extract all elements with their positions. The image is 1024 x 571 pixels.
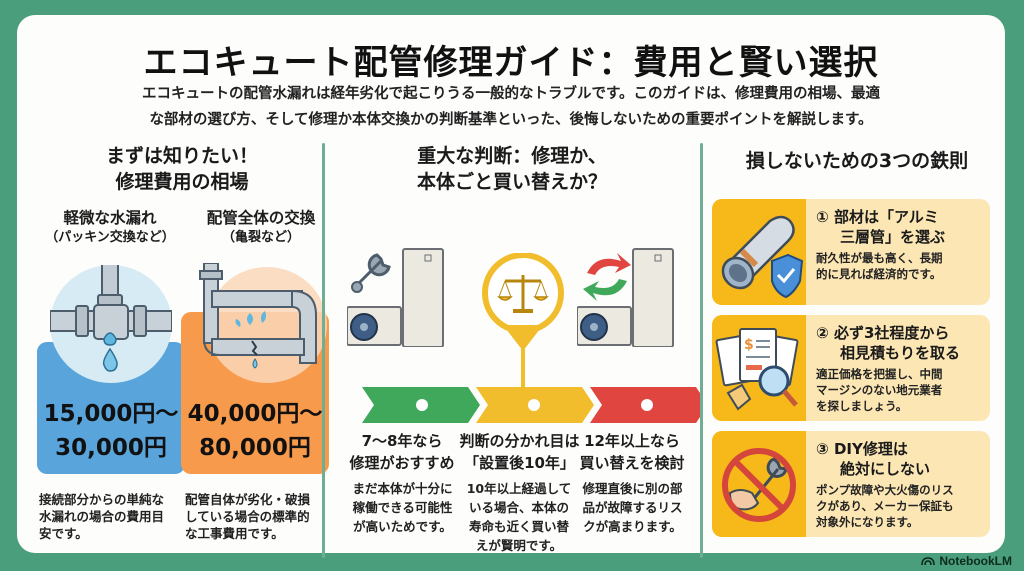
notebooklm-logo-icon: [921, 557, 936, 566]
decision-title-line-2: 本体ごと買い替えか？: [416, 171, 607, 193]
desc-line: な工事費用です。: [185, 526, 284, 541]
costs-title-line-2: 修理費用の相場: [115, 171, 249, 193]
minor-leak-description: 接続部分からの単純な 水漏れの場合の費用目 安です。: [39, 491, 189, 542]
desc-line: 修理直後に別の部: [582, 481, 683, 496]
desc-line: クがあり、メーカー保証も: [816, 499, 954, 513]
desc-line: 接続部分からの単純な: [39, 492, 165, 507]
no-diy-wrench-icon: [712, 431, 806, 537]
desc-line: まだ本体が十分に: [352, 481, 453, 496]
stage-label-line: 7〜8年なら: [361, 432, 443, 450]
repair-unit-wrench-icon: [347, 248, 444, 347]
minor-leak-subtitle: （パッキン交換など）: [45, 230, 175, 245]
minor-leak-price-from: 15,000円〜: [43, 401, 179, 427]
minor-leak-heading: 軽微な水漏れ （パッキン交換など）: [35, 207, 185, 247]
decision-section-title: 重大な判断：修理か、 本体ごと買い替えか？: [347, 143, 677, 195]
desc-line: 10年以上経過して: [466, 481, 572, 496]
timeline-chevrons: [362, 387, 702, 423]
desc-line: ポンプ故障や大火傷のリス: [816, 483, 954, 497]
rule-card-aluminum-pipe: ① 部材は「アルミ 三層管」を選ぶ 耐久性が最も高く、長期 的に見れば経済的です…: [712, 199, 990, 305]
aluminum-pipe-shield-icon: [712, 199, 806, 305]
desc-line: 稼働できる可能性: [352, 500, 453, 515]
rule-title: ② 必ず3社程度から: [816, 324, 950, 342]
rule-description: ポンプ故障や大火傷のリス クがあり、メーカー保証も 対象外になります。: [816, 482, 984, 530]
cracked-pipe-drawing: [199, 263, 317, 369]
rule-title: ③ DIY修理は: [816, 440, 908, 458]
leaking-pipe-joint-icon: [49, 260, 173, 383]
stage-label-line: 12年以上なら: [584, 432, 680, 450]
infographic-panel: エコキュート配管修理ガイド：費用と賢い選択 エコキュートの配管水漏れは経年劣化で…: [17, 15, 1005, 558]
column-divider-right: [700, 143, 703, 558]
badge-label: NotebookLM: [939, 554, 1012, 568]
svg-text:$: $: [744, 337, 754, 353]
stage-repair-desc: まだ本体が十分に 稼働できる可能性 が高いためです。: [350, 479, 455, 536]
rule-description: 耐久性が最も高く、長期 的に見れば経済的です。: [816, 250, 984, 282]
page-title: エコキュート配管修理ガイド：費用と賢い選択: [143, 43, 879, 83]
desc-line: 品が故障するリス: [582, 500, 683, 515]
rule-card-multiple-quotes: $ ② 必ず3社程度から 相見積もりを取る 適正価格を把握し、中間 マージンのな…: [712, 315, 990, 421]
desc-line: 耐久性が最も高く、長期: [816, 251, 943, 265]
full-replacement-title: 配管全体の交換: [206, 209, 316, 227]
stage-label-line: 判断の分かれ目は: [459, 432, 580, 450]
rule-title-line-2: 相見積もりを取る: [840, 344, 961, 362]
notebooklm-badge: NotebookLM: [921, 554, 1012, 568]
stage-label-line: 買い替えを検討: [579, 454, 685, 472]
desc-line: 配管自体が劣化・破損: [185, 492, 311, 507]
full-replacement-heading: 配管全体の交換 （亀裂など）: [187, 207, 335, 247]
desc-line: いる場合、本体の: [468, 500, 569, 515]
desc-line: 的に見れば経済的です。: [816, 267, 942, 281]
desc-line: が高いためです。: [353, 519, 452, 534]
desc-line: 適正価格を把握し、中間: [816, 367, 943, 381]
costs-section-title: まずは知りたい！ 修理費用の相場: [37, 143, 327, 195]
full-replacement-price-from: 40,000円〜: [187, 401, 323, 427]
costs-title-line-1: まずは知りたい！: [105, 145, 258, 167]
full-replacement-subtitle: （亀裂など）: [221, 230, 300, 245]
desc-line: 寿命も近く買い替: [468, 519, 569, 534]
replace-unit-refresh-icon: [577, 248, 674, 347]
desc-line: 安です。: [39, 526, 88, 541]
intro-line-1: エコキュートの配管水漏れは経年劣化で起こりうる一般的なトラブルです。このガイドは…: [141, 86, 881, 102]
desc-line: を探しましょう。: [816, 399, 908, 413]
stage-label-line: 修理がおすすめ: [349, 454, 455, 472]
rule-title-line-2: 絶対にしない: [840, 460, 931, 478]
stage-label-line: 「設置後10年」: [464, 454, 575, 472]
stage-turning-point-label: 判断の分かれ目は 「設置後10年」: [457, 430, 582, 474]
minor-leak-price-to: 30,000円: [55, 435, 167, 461]
rule-title-line-2: 三層管」を選ぶ: [840, 228, 946, 246]
desc-line: 水漏れの場合の費用目: [39, 509, 165, 524]
full-replacement-description: 配管自体が劣化・破損 している場合の標準的 な工事費用です。: [185, 491, 335, 542]
intro-text: エコキュートの配管水漏れは経年劣化で起こりうる一般的なトラブルです。このガイドは…: [77, 81, 945, 133]
decision-title-line-1: 重大な判断：修理か、: [417, 145, 607, 167]
rule-title: ① 部材は「アルミ: [816, 208, 939, 226]
rule-description: 適正価格を把握し、中間 マージンのない地元業者 を探しましょう。: [816, 366, 984, 414]
desc-line: えが賢明です。: [475, 538, 563, 553]
balance-scale-icon: [482, 253, 564, 387]
full-replacement-price-to: 80,000円: [199, 435, 311, 461]
rules-section-title: 損しないための3つの鉄則: [745, 150, 969, 172]
rule-card-no-diy: ③ DIY修理は 絶対にしない ポンプ故障や大火傷のリス クがあり、メーカー保証…: [712, 431, 990, 537]
stage-replace-label: 12年以上なら 買い替えを検討: [577, 430, 687, 474]
column-divider-left: [322, 143, 325, 558]
quotes-magnifier-icon: $: [712, 315, 806, 421]
desc-line: 対象外になります。: [816, 515, 919, 529]
desc-line: マージンのない地元業者: [816, 383, 943, 397]
minor-leak-title: 軽微な水漏れ: [63, 209, 157, 227]
stage-turning-point-desc: 10年以上経過して いる場合、本体の 寿命も近く買い替 えが賢明です。: [464, 479, 574, 555]
desc-line: している場合の標準的: [185, 509, 310, 524]
desc-line: クが高まります。: [583, 519, 682, 534]
stage-replace-desc: 修理直後に別の部 品が故障するリス クが高まります。: [580, 479, 685, 536]
stage-repair-label: 7〜8年なら 修理がおすすめ: [347, 430, 457, 474]
intro-line-2: な部材の選び方、そして修理か本体交換かの判断基準といった、後悔しないための重要ポ…: [149, 112, 873, 128]
